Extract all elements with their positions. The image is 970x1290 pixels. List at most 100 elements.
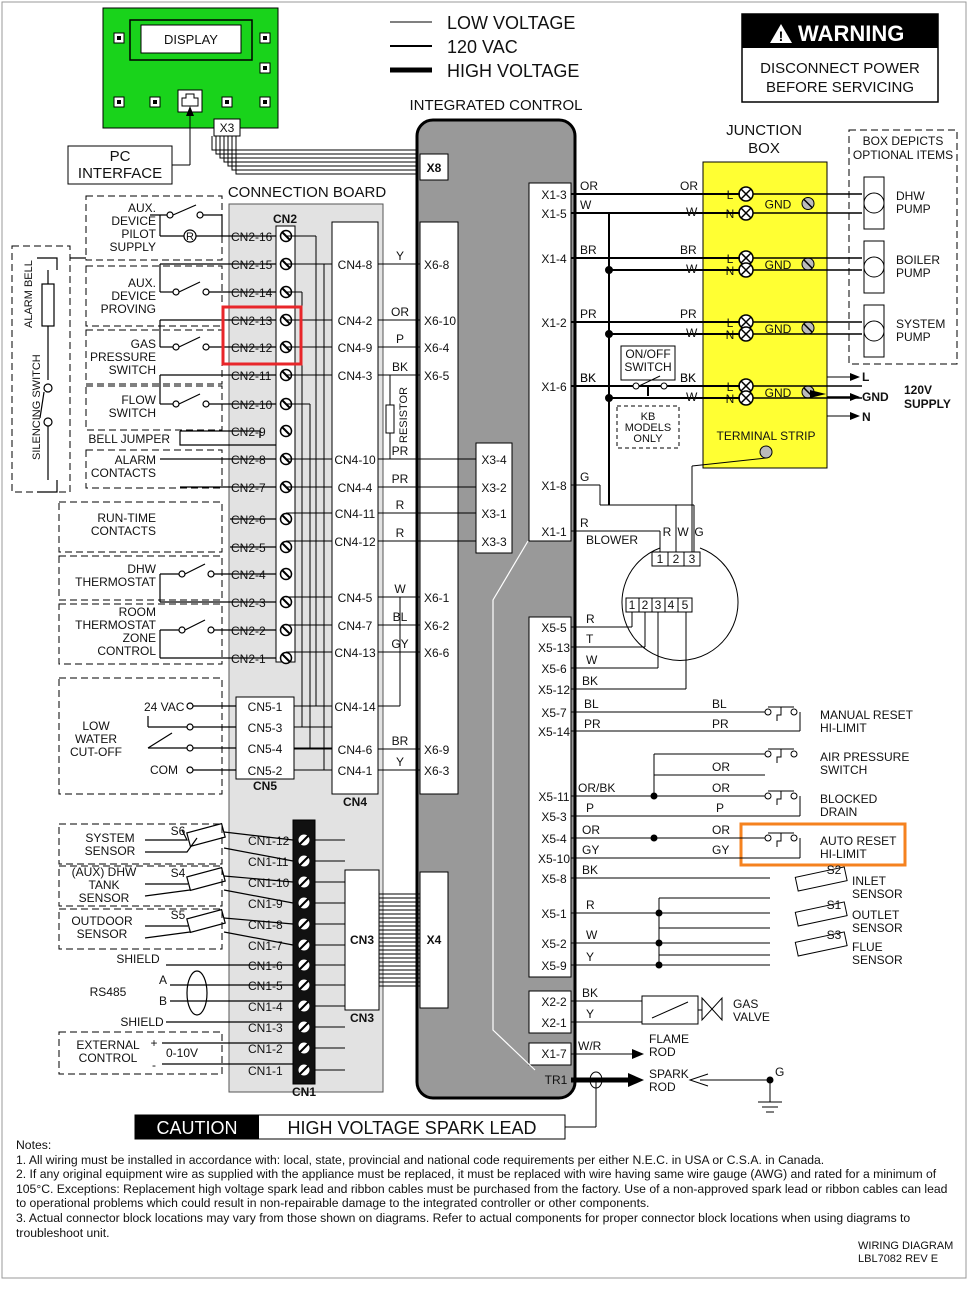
- legend-high-voltage: HIGH VOLTAGE: [447, 61, 579, 81]
- terminal-strip-label: TERMINAL STRIP: [717, 429, 816, 443]
- cn5-pin-label: CN5-3: [248, 721, 283, 735]
- wire-color-label: W: [580, 198, 592, 212]
- cn1-pin-label: CN1-12: [248, 834, 290, 848]
- cn1-screw-slot: [299, 919, 309, 929]
- display-label: DISPLAY: [164, 32, 218, 47]
- plus-label: +: [150, 1036, 157, 1050]
- arrow-up-icon: [186, 106, 194, 116]
- left-switch-symbols: [37, 204, 294, 1065]
- gas-pressure-label-line: SWITCH: [109, 363, 156, 377]
- cn2-pin-label: CN2-15: [231, 258, 273, 272]
- blower-w-label: W: [677, 525, 689, 539]
- wire-color-label: BK: [680, 371, 696, 385]
- switch-contact: [790, 750, 798, 758]
- cn4-pin-label: CN4-12: [334, 535, 376, 549]
- footer: WIRING DIAGRAM LBL7082 REV E: [858, 1240, 953, 1266]
- manual-reset-label-line: HI-LIMIT: [820, 721, 867, 735]
- cn1-screw-slot: [299, 835, 309, 845]
- wire-color-label: BR: [580, 243, 597, 257]
- auto-reset-label-line: HI-LIMIT: [820, 847, 867, 861]
- x5-pin-label: X5-6: [541, 662, 567, 676]
- svg-text:!: !: [779, 28, 784, 44]
- gnd-label: GND: [765, 322, 792, 336]
- cn4-pins: CN4-8CN4-2CN4-9CN4-3CN4-10CN4-4CN4-11CN4…: [286, 258, 376, 778]
- blower-pin3-label: 1: [657, 552, 664, 566]
- x6-pin-label: X6-3: [424, 764, 450, 778]
- x1-pin-label: X1-8: [541, 479, 567, 493]
- cn5-block: [235, 696, 295, 780]
- screw-slot: [281, 569, 291, 579]
- cn2-pin-label: CN2-8: [231, 453, 266, 467]
- switch-contact: [660, 382, 668, 390]
- caution-label: CAUTION: [157, 1118, 238, 1138]
- cn4-pin-label: CN4-8: [338, 258, 373, 272]
- pump-label-line: PUMP: [896, 202, 931, 216]
- cn4-pin-label: CN4-1: [338, 764, 373, 778]
- x2-pin-label: X2-2: [541, 995, 567, 1009]
- box-depicts-line1: BOX DEPICTS: [863, 134, 944, 148]
- wire-color-label: R: [396, 526, 405, 540]
- ground-screw-slot: [803, 323, 813, 333]
- dhw-thermostat-label-line: DHW: [127, 562, 156, 576]
- wire-color-label: W: [686, 262, 698, 276]
- connection-board-title: CONNECTION BOARD: [228, 184, 387, 201]
- notes: Notes: 1. All wiring must be installed i…: [16, 1138, 951, 1240]
- terminal-x: [740, 207, 752, 219]
- wire-color-label: BK: [580, 371, 596, 385]
- junction-dot: [655, 909, 663, 917]
- dhw-tank-sensor-label-line: (AUX) DHW: [72, 865, 137, 879]
- x2-pins: X2-2X2-1: [541, 995, 567, 1030]
- screw-slot: [281, 597, 291, 607]
- x1-pin-label: X1-2: [541, 316, 567, 330]
- junction-dot: [766, 1076, 774, 1084]
- x6-pin-label: X6-5: [424, 369, 450, 383]
- wire-color-label: BR: [680, 243, 697, 257]
- wire-color-label: R: [586, 898, 595, 912]
- wire-color-label: W/R: [578, 1039, 602, 1053]
- x8-connector: [419, 153, 449, 181]
- wire-color-label: Y: [396, 755, 404, 769]
- wire-color-label: BL: [584, 697, 599, 711]
- wire-color-label: GY: [582, 843, 599, 857]
- outlet-sensor-label-line: OUTLET: [852, 908, 900, 922]
- box-depicts-line2: OPTIONAL ITEMS: [853, 148, 953, 162]
- x5-pin-label: X5-9: [541, 959, 567, 973]
- blower: [621, 547, 739, 661]
- external-control-label-line: EXTERNAL: [76, 1038, 140, 1052]
- wire-color-label: T: [586, 632, 594, 646]
- supply-l-label: L: [862, 370, 869, 384]
- cn1-screw-slot: [299, 960, 309, 970]
- cn4-pin-label: CN4-9: [338, 341, 373, 355]
- junction-dot: [650, 834, 658, 842]
- volt-label: 0-10V: [166, 1046, 198, 1060]
- highlight-auto-reset: [739, 822, 907, 867]
- caution-text: HIGH VOLTAGE SPARK LEAD: [287, 1118, 536, 1138]
- highlight-cn2-13-12: [221, 305, 303, 366]
- resistor-icon: [385, 404, 395, 434]
- left-field-devices: [11, 195, 223, 1075]
- cn1-pin-label: CN1-6: [248, 959, 283, 973]
- aux-pilot-supply-label-line: SUPPLY: [110, 240, 156, 254]
- x1-block: [528, 182, 572, 542]
- wire-color-label: BK: [580, 371, 596, 385]
- supply-gnd-label: GND: [862, 390, 889, 404]
- junction-title2: BOX: [748, 140, 780, 157]
- x5-pin-label: X5-12: [538, 683, 570, 697]
- aux-proving-label-line: PROVING: [101, 302, 156, 316]
- wire-color-label: Y: [586, 1007, 594, 1021]
- screw-slot: [281, 542, 291, 552]
- cn1-screw-slot: [299, 898, 309, 908]
- ground-g-label: G: [775, 1065, 784, 1079]
- outdoor-sensor-label-line: OUTDOOR: [71, 914, 133, 928]
- x5-pin-label: X5-5: [541, 621, 567, 635]
- com-label: COM: [150, 763, 178, 777]
- screw-slot: [281, 514, 291, 524]
- pump-impeller-icon: [863, 256, 885, 278]
- x6-pin-label: X6-9: [424, 743, 450, 757]
- terminal-x: [740, 328, 752, 340]
